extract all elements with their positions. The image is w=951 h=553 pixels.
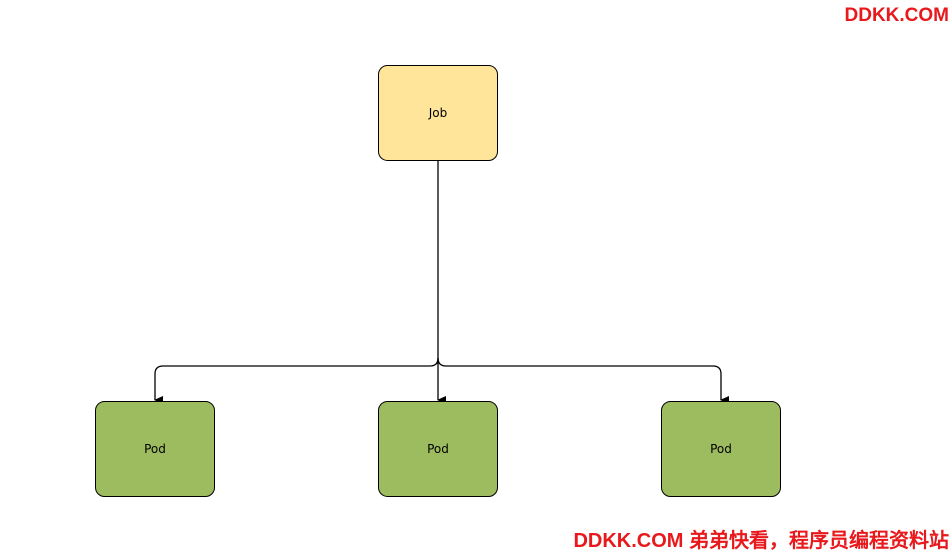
pod-label-left: Pod bbox=[144, 442, 166, 456]
pod-node-left: Pod bbox=[95, 401, 215, 497]
watermark-top: DDKK.COM bbox=[844, 5, 950, 26]
pod-label-right: Pod bbox=[710, 442, 732, 456]
pod-node-right: Pod bbox=[661, 401, 781, 497]
job-node: Job bbox=[378, 65, 498, 161]
watermark-bottom: DDKK.COM 弟弟快看，程序员编程资料站 bbox=[573, 530, 949, 552]
connector-right bbox=[437, 357, 729, 404]
job-label: Job bbox=[428, 106, 448, 120]
pod-node-middle: Pod bbox=[378, 401, 498, 497]
connector-left bbox=[154, 357, 439, 404]
pod-label-middle: Pod bbox=[427, 442, 449, 456]
